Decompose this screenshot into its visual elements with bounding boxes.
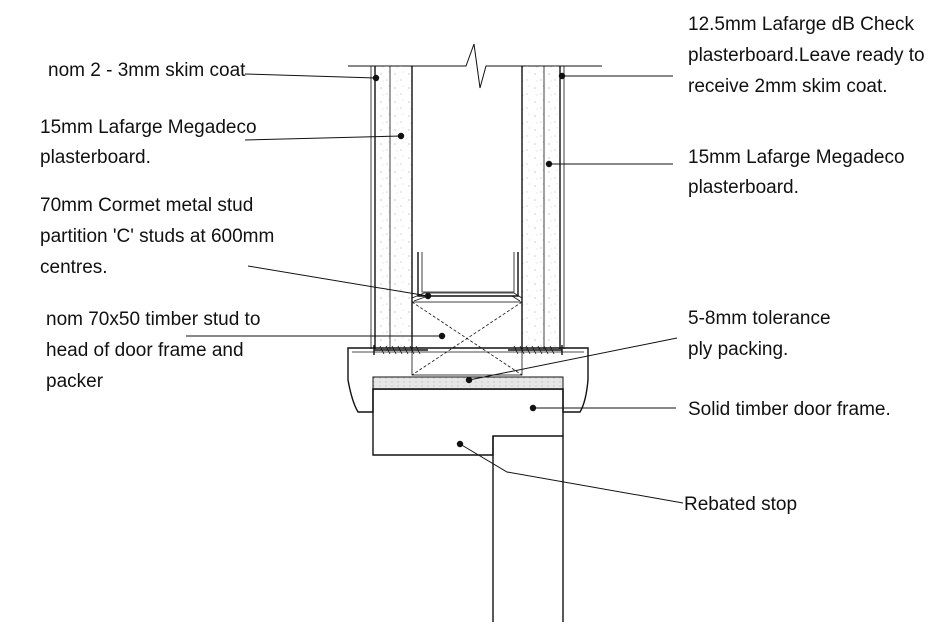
metal-c-stud <box>411 252 523 302</box>
label-door-frame: Solid timber door frame. <box>688 399 891 420</box>
timber-stud <box>411 301 523 376</box>
screw-left <box>373 345 428 355</box>
leaders <box>186 72 684 504</box>
label-metal-stud: 70mm Cormet metal stud partition 'C' stu… <box>40 195 280 278</box>
door-leaf <box>492 436 564 622</box>
label-rebated-stop: Rebated stop <box>684 494 797 515</box>
label-megadeco-left: 15mm Lafarge Megadeco plasterboard. <box>40 117 262 168</box>
break-line <box>348 43 602 89</box>
label-timber-stud: nom 70x50 timber stud to head of door fr… <box>46 309 266 392</box>
label-tolerance: 5-8mm tolerance ply packing. <box>688 308 836 360</box>
label-megadeco-right: 15mm Lafarge Megadeco plasterboard. <box>688 147 910 198</box>
left-plasterboard <box>370 66 413 349</box>
solid-timber-frame <box>372 388 564 456</box>
screw-right <box>508 345 563 355</box>
right-plasterboard <box>521 66 565 349</box>
label-db-check: 12.5mm Lafarge dB Check plasterboard.Lea… <box>688 14 930 97</box>
label-skim-coat: nom 2 - 3mm skim coat <box>48 60 246 81</box>
